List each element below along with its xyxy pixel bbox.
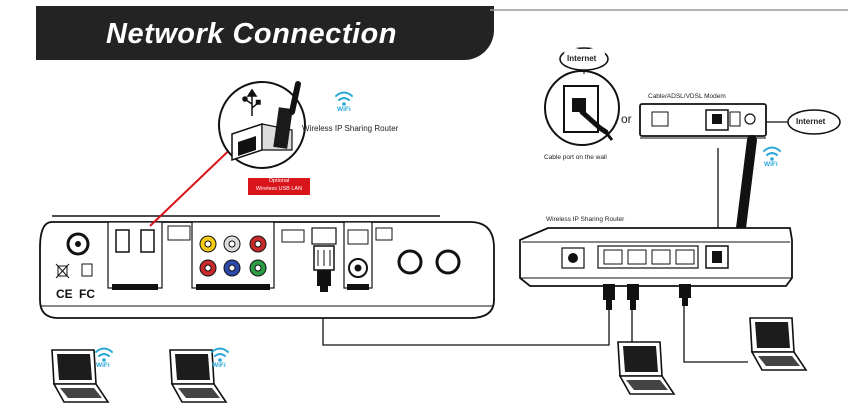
ethernet-plug-icon [603, 284, 691, 310]
wifi-icon [95, 347, 113, 362]
wifi-icon [335, 91, 353, 106]
laptop-icon [51, 349, 110, 403]
cable-wall-port [544, 70, 620, 146]
ethernet-plug-icon [313, 245, 335, 292]
usb-icon [242, 88, 261, 116]
modem-label: Cable/ADSL/VDSL Modem [648, 93, 726, 100]
laptop-icon [749, 317, 808, 371]
wifi-icon [211, 347, 229, 362]
usb-port-1 [115, 229, 130, 253]
wireless-router [519, 135, 793, 310]
fc-mark-icon: FC [79, 287, 95, 301]
wifi-icon [763, 146, 781, 161]
diagram-title: Network Connection [106, 18, 397, 50]
antenna-jack-1 [397, 249, 423, 275]
router-label: Wireless IP Sharing Router [546, 216, 625, 223]
wifi-label: WiFi [96, 362, 110, 369]
fc-box-icon [81, 263, 93, 277]
rca-jacks [199, 235, 267, 277]
laptop-icon [169, 349, 228, 403]
cable-port-label: Cable port on the wall [544, 154, 607, 161]
antenna-jack-2 [435, 249, 461, 275]
internet-label-1: Internet [567, 54, 597, 63]
media-player: CE FC [39, 215, 495, 319]
hdmi-port [167, 225, 191, 241]
modem [639, 103, 767, 139]
wifi-label: WiFi [212, 362, 226, 369]
cable-router-to-laptop-2 [683, 305, 748, 363]
ce-mark-icon: CE [56, 287, 73, 301]
wifi-label: WiFi [764, 161, 778, 168]
internet-label-2: Internet [796, 117, 826, 126]
optional-tag-line2: Wireless USB LAN [255, 185, 303, 192]
spdif-port [281, 229, 305, 243]
laptop-icon [617, 341, 676, 395]
usb-port-2 [140, 229, 155, 253]
optional-tag-line1: Optional [268, 178, 290, 184]
usb-dongle-zoom [149, 81, 306, 227]
title-banner [36, 6, 494, 60]
internet-cloud-2 [787, 109, 841, 135]
dongle-router-label: Wireless IP Sharing Router [302, 124, 399, 133]
or-label: or [621, 112, 632, 126]
av-output-panel [191, 221, 275, 289]
wifi-label: WiFi [337, 106, 351, 113]
weee-bin-icon [55, 263, 70, 279]
antenna-icon [735, 135, 757, 241]
antenna-icon [289, 81, 301, 115]
optional-usb-lan-tag: Optional Wireless USB LAN [248, 178, 310, 195]
lan-port [311, 227, 337, 245]
